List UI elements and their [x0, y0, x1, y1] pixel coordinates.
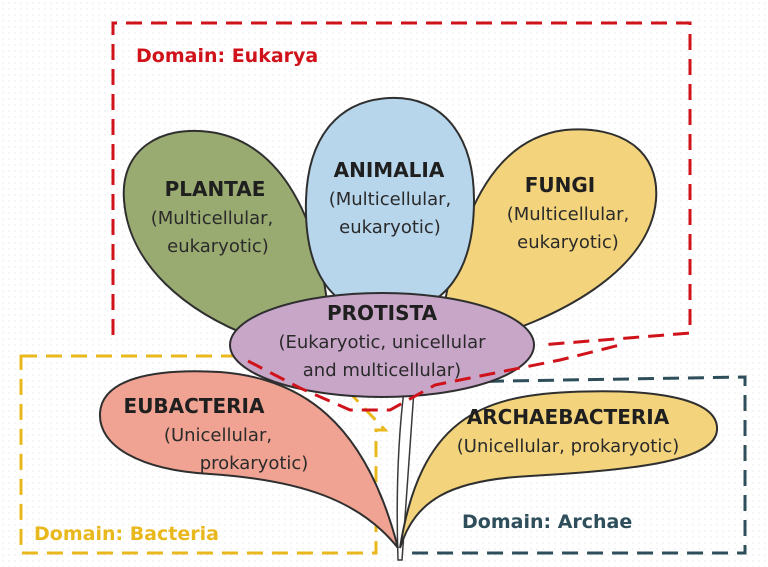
plantae-line2: eukaryotic)	[167, 236, 269, 257]
protista-petal	[229, 292, 535, 398]
protista-line1: (Eukaryotic, unicellular	[278, 332, 486, 353]
fungi-line1: (Multicellular,	[507, 204, 630, 225]
archaebacteria-petal	[399, 390, 719, 549]
eubacteria-title: EUBACTERIA	[124, 394, 265, 418]
fungi-petal	[438, 128, 658, 347]
archaebacteria-line1: (Unicellular, prokaryotic)	[457, 436, 680, 457]
plantae-line1: (Multicellular,	[151, 208, 274, 229]
plantae-title: PLANTAE	[165, 177, 266, 201]
fungi-line2: eukaryotic)	[517, 232, 619, 253]
plantae-petal	[122, 129, 332, 347]
eukarya-domain-label: Domain: Eukarya	[136, 45, 318, 67]
animalia-line2: eukaryotic)	[339, 217, 441, 238]
animalia-petal	[304, 96, 476, 317]
eukarya-domain-box	[111, 21, 692, 412]
archaebacteria-title: ARCHAEBACTERIA	[467, 405, 670, 429]
animalia-line1: (Multicellular,	[329, 189, 452, 210]
eubacteria-line1: (Unicellular,	[164, 425, 272, 446]
protista-title: PROTISTA	[327, 301, 438, 325]
bacteria-domain-label: Domain: Bacteria	[34, 523, 219, 545]
archae-domain-box	[387, 375, 747, 555]
eubacteria-petal	[98, 370, 399, 549]
fungi-title: FUNGI	[525, 173, 596, 197]
eubacteria-line2: prokaryotic)	[200, 453, 309, 474]
archae-domain-label: Domain: Archae	[462, 511, 632, 533]
animalia-title: ANIMALIA	[334, 158, 445, 182]
protista-line2: and multicellular)	[303, 360, 461, 381]
